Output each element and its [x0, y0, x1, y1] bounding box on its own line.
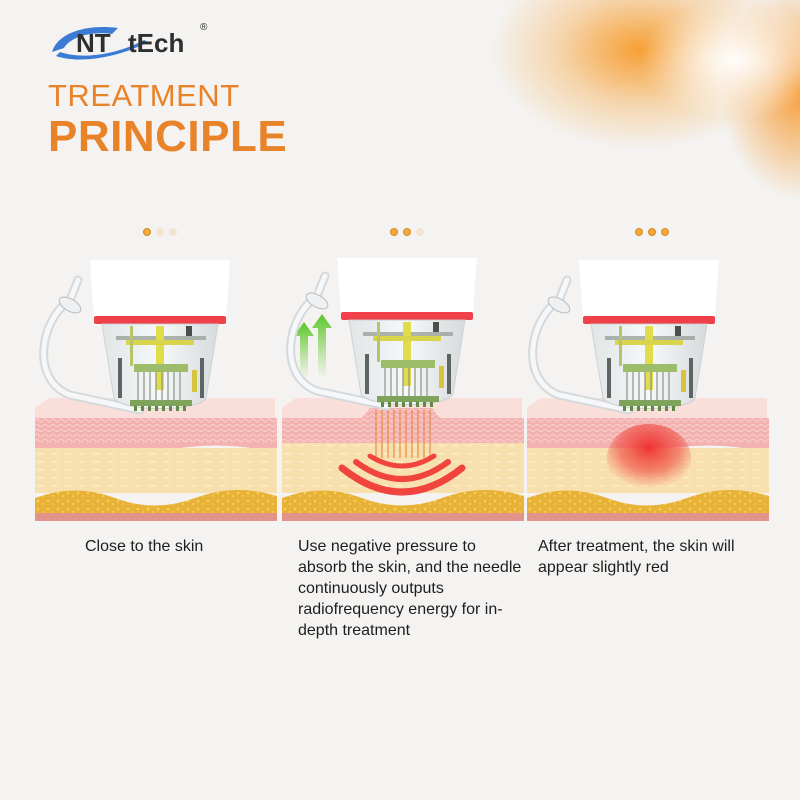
step-dot-active	[403, 228, 411, 236]
suction-arrows-icon	[294, 314, 332, 378]
step-dot-inactive	[156, 228, 164, 236]
svg-text:®: ®	[200, 22, 208, 33]
step-dot-active	[143, 228, 151, 236]
step-3: After treatment, the skin will appear sl…	[527, 228, 777, 576]
device-on-skin-illustration	[35, 258, 277, 521]
step-indicator	[282, 228, 532, 236]
svg-text:tEch: tEch	[128, 28, 184, 58]
step-caption: Use negative pressure to absorb the skin…	[298, 538, 522, 639]
brand-logo: NT tEch ®	[48, 18, 218, 64]
step-2: Use negative pressure to absorb the skin…	[282, 228, 532, 639]
step-dot-active	[648, 228, 656, 236]
page-title-line-1: TREATMENT	[48, 78, 240, 113]
step-indicator	[527, 228, 777, 236]
svg-text:NT: NT	[76, 28, 111, 58]
red-skin-area	[607, 424, 691, 492]
step-dot-inactive	[416, 228, 424, 236]
page-title-line-2: PRINCIPLE	[48, 112, 288, 161]
step-dot-inactive	[169, 228, 177, 236]
suction-rf-illustration	[282, 258, 524, 521]
step-dot-active	[635, 228, 643, 236]
step-caption: After treatment, the skin will appear sl…	[538, 538, 735, 576]
logo-swoosh-icon: NT tEch ®	[52, 22, 208, 60]
reddened-skin-illustration	[527, 258, 769, 521]
step-dot-active	[390, 228, 398, 236]
step-caption: Close to the skin	[85, 538, 204, 555]
step-indicator	[35, 228, 285, 236]
step-dot-active	[661, 228, 669, 236]
step-1: Close to the skin	[35, 228, 285, 555]
